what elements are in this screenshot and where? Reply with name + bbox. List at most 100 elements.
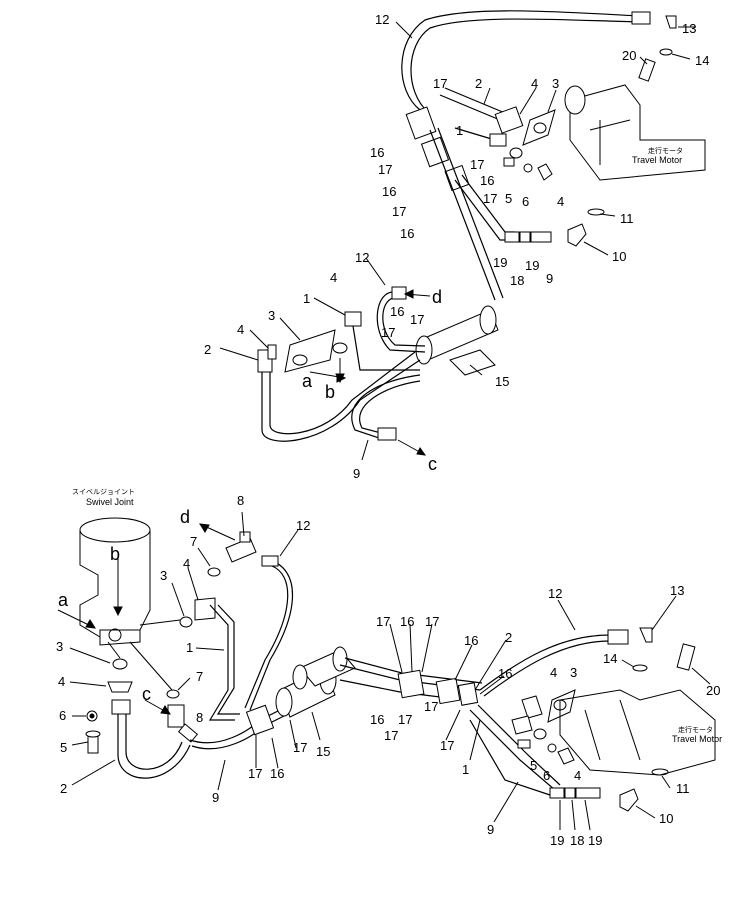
block-8-lower xyxy=(167,704,185,728)
callout-6-top: 6 xyxy=(522,194,529,209)
half-flange-4-left xyxy=(267,344,277,360)
elbow-8-lower xyxy=(177,723,199,743)
top-assembly xyxy=(219,10,706,461)
fitting-20 xyxy=(638,58,656,82)
flange-4-upper xyxy=(194,597,216,621)
callout-4-bottom: 4 xyxy=(58,674,65,689)
o-ring-3-bottom xyxy=(112,658,128,670)
callout-1-mid: 1 xyxy=(303,291,310,306)
callout-2-top: 2 xyxy=(475,76,482,91)
callout-8-bottom: 8 xyxy=(196,710,203,725)
callout-17-top-e: 17 xyxy=(392,204,406,219)
callout-6-bottom-right: 6 xyxy=(543,768,550,783)
callout-17-top-d: 17 xyxy=(483,191,497,206)
callout-11-top: 11 xyxy=(620,211,634,226)
callout-16-lower-a: 16 xyxy=(370,712,384,727)
travel-motor-en-bottom: Travel Motor xyxy=(672,734,722,744)
callout-19-bottom-a: 19 xyxy=(550,833,564,848)
travel-motor-bottom xyxy=(559,689,716,776)
letter-a-bottom: a xyxy=(58,590,69,610)
clamp-16-middle-c xyxy=(457,682,479,706)
travel-motor-jp-bottom: 走行モータ xyxy=(678,725,713,734)
callout-16-top-b: 16 xyxy=(480,173,494,188)
callout-9-bottom-left: 9 xyxy=(212,790,219,805)
callout-labels: 12 13 14 20 17 2 4 3 1 16 17 17 16 16 17… xyxy=(56,12,720,848)
callout-16-top-d: 16 xyxy=(400,226,414,241)
callout-16-right: 16 xyxy=(498,666,512,681)
elbow-10-top xyxy=(567,223,587,247)
callout-10-top: 10 xyxy=(612,249,626,264)
tube-2-bottom xyxy=(117,710,191,779)
fitting-19-top-b xyxy=(530,231,552,243)
callout-8-top: 8 xyxy=(237,493,244,508)
sleeve-15-bottom xyxy=(275,646,356,718)
fitting-19-top-a xyxy=(504,231,520,243)
bottom-assembly xyxy=(57,511,716,831)
clamp-16-middle-a xyxy=(397,669,425,699)
callout-16-mid-b: 16 xyxy=(400,614,414,629)
letter-d-bottom: d xyxy=(180,507,190,527)
callout-4-upper: 4 xyxy=(183,556,190,571)
letter-c-bottom: c xyxy=(142,684,151,704)
o-ring-11-bottom xyxy=(651,768,669,776)
fitting-12-right xyxy=(607,629,629,645)
callout-1-top: 1 xyxy=(456,123,463,138)
callout-20-bottom: 20 xyxy=(706,683,720,698)
callout-17-lower-d: 17 xyxy=(440,738,454,753)
callout-2-bottom-right: 2 xyxy=(505,630,512,645)
fitting-20-bottom xyxy=(676,643,696,671)
callout-17-mid-b: 17 xyxy=(381,325,395,340)
callout-17-top-c: 17 xyxy=(470,157,484,172)
o-ring-11-top xyxy=(587,208,605,216)
half-flange-4-top xyxy=(537,163,553,181)
plate-3-left xyxy=(284,329,336,373)
callout-16-top-a: 16 xyxy=(370,145,384,160)
callout-17-mid-c: 17 xyxy=(376,614,390,629)
callout-15-bottom: 15 xyxy=(316,744,330,759)
fitting-4-top xyxy=(494,106,524,134)
bolt-5-top xyxy=(503,157,515,167)
callout-2-bottom: 2 xyxy=(60,781,67,796)
callout-3-upper: 3 xyxy=(160,568,167,583)
callout-3-bottom-right: 3 xyxy=(570,665,577,680)
fitting-18-top xyxy=(519,231,531,243)
letter-b-top: b xyxy=(325,382,335,402)
letter-c-top: c xyxy=(428,454,437,474)
callout-11-bottom: 11 xyxy=(676,781,690,796)
callout-12-mid: 12 xyxy=(355,250,369,265)
clamp-16-bottom-left xyxy=(245,704,275,736)
callout-19-bottom-b: 19 xyxy=(588,833,602,848)
callout-18-bottom: 18 xyxy=(570,833,584,848)
callout-12-top: 12 xyxy=(375,12,389,27)
washer-6-bottom xyxy=(86,710,98,722)
o-ring-7-upper xyxy=(207,567,221,577)
callout-17-top-b: 17 xyxy=(378,162,392,177)
callout-13-bottom: 13 xyxy=(670,583,684,598)
block-1-top xyxy=(344,311,362,327)
callout-20-top: 20 xyxy=(622,48,636,63)
washer-6-top xyxy=(523,163,533,173)
fitting-4-bottom-upper xyxy=(521,695,543,719)
swivel-joint-en: Swivel Joint xyxy=(86,497,134,507)
callout-17-mid-d: 17 xyxy=(425,614,439,629)
elbow-13-bottom xyxy=(639,627,653,643)
fitting-9-top xyxy=(377,427,397,441)
callout-5-bottom: 5 xyxy=(60,740,67,755)
callout-16-top-c: 16 xyxy=(382,184,396,199)
hose-12-top xyxy=(401,10,641,111)
callout-5-bottom-right: 5 xyxy=(530,758,537,773)
o-ring-7-lower xyxy=(166,689,180,699)
callout-4-top-b: 4 xyxy=(557,194,564,209)
fitting-18-bottom xyxy=(564,787,576,799)
half-flange-4-bottom-right xyxy=(557,747,575,765)
o-ring-3-upper xyxy=(179,616,193,628)
callout-19-top-a: 19 xyxy=(493,255,507,270)
callout-1-bottom-right: 1 xyxy=(462,762,469,777)
callout-1-bottom: 1 xyxy=(186,640,193,655)
callout-9-bottom-right: 9 xyxy=(487,822,494,837)
callout-16-mid-c: 16 xyxy=(464,633,478,648)
washer-6-bottom-right xyxy=(547,743,557,753)
callout-17-bottom-a: 17 xyxy=(293,740,307,755)
bolt-5-bottom xyxy=(87,734,99,754)
callout-9-top-right: 9 xyxy=(546,271,553,286)
